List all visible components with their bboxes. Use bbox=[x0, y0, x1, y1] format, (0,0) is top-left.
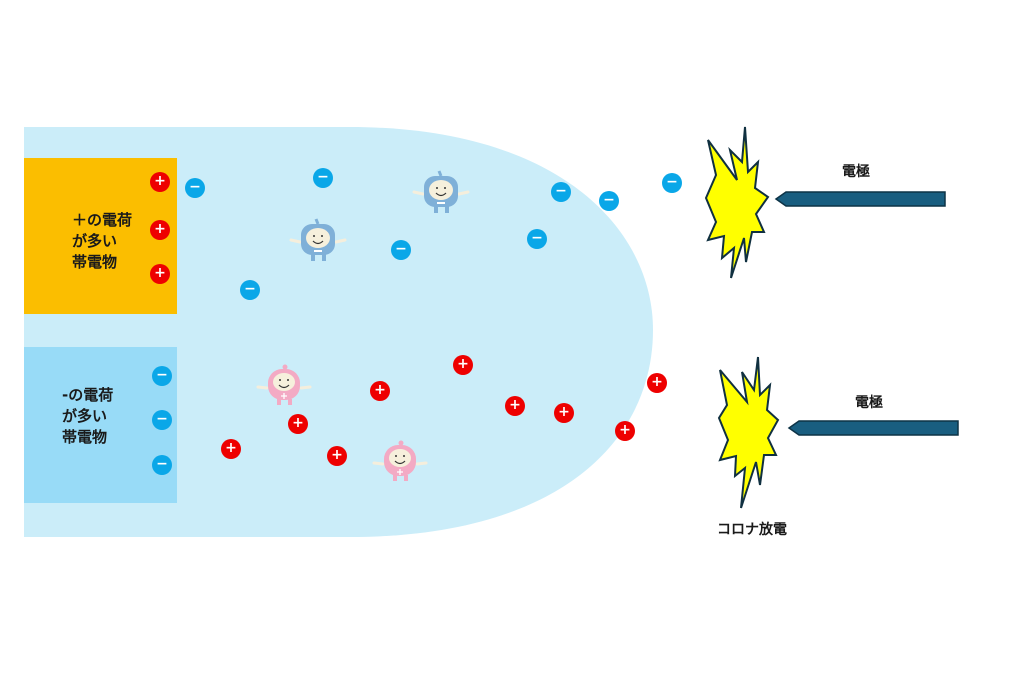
negative-charge: − bbox=[599, 191, 619, 211]
minus-icon: − bbox=[244, 281, 256, 297]
negative-charge: − bbox=[152, 366, 172, 386]
spark-icon bbox=[704, 126, 770, 279]
negative-charge: − bbox=[152, 455, 172, 475]
plus-icon: + bbox=[558, 404, 570, 420]
negative-charged-body bbox=[24, 347, 177, 503]
positive-charge: + bbox=[505, 396, 525, 416]
electrode-top-label: 電極 bbox=[842, 164, 870, 180]
plus-icon: + bbox=[154, 221, 166, 237]
plus-icon: + bbox=[331, 447, 343, 463]
minus-icon: − bbox=[189, 179, 201, 195]
minus-icon: − bbox=[531, 230, 543, 246]
negative-charge: − bbox=[527, 229, 547, 249]
positive-charge: + bbox=[150, 264, 170, 284]
positive-charge: + bbox=[554, 403, 574, 423]
positive-body-label: ＋の電荷 が多い 帯電物 bbox=[72, 211, 133, 271]
minus-icon: − bbox=[603, 192, 615, 208]
negative-charge: − bbox=[551, 182, 571, 202]
minus-icon: − bbox=[395, 241, 407, 257]
plus-icon: + bbox=[292, 415, 304, 431]
ionized-region bbox=[24, 127, 653, 537]
plus-icon: + bbox=[651, 374, 663, 390]
pink-mascot-icon bbox=[372, 440, 428, 481]
plus-icon: + bbox=[374, 382, 386, 398]
spark-icon bbox=[717, 356, 780, 509]
negative-body-label: -の電荷 が多い 帯電物 bbox=[62, 386, 114, 446]
electrode-arrow-icon bbox=[774, 191, 946, 207]
negative-charge: − bbox=[313, 168, 333, 188]
corona-discharge-label: コロナ放電 bbox=[717, 522, 787, 538]
plus-icon: + bbox=[457, 356, 469, 372]
positive-charge: + bbox=[221, 439, 241, 459]
positive-charge: + bbox=[327, 446, 347, 466]
minus-icon: − bbox=[156, 367, 168, 383]
plus-icon: + bbox=[509, 397, 521, 413]
blue-mascot-icon bbox=[289, 218, 347, 261]
negative-charge: − bbox=[240, 280, 260, 300]
plus-icon: + bbox=[154, 173, 166, 189]
blue-mascot-icon bbox=[412, 170, 470, 213]
positive-charge: + bbox=[150, 220, 170, 240]
pink-mascot-icon bbox=[256, 364, 312, 405]
minus-icon: − bbox=[156, 411, 168, 427]
plus-icon: + bbox=[154, 265, 166, 281]
negative-charge: − bbox=[391, 240, 411, 260]
negative-charge: − bbox=[152, 410, 172, 430]
electrode-arrow-icon bbox=[787, 420, 959, 436]
minus-icon: − bbox=[666, 174, 678, 190]
positive-charge: + bbox=[370, 381, 390, 401]
positive-charge: + bbox=[453, 355, 473, 375]
negative-charge: − bbox=[185, 178, 205, 198]
positive-charge: + bbox=[647, 373, 667, 393]
electrode-bottom-label: 電極 bbox=[855, 395, 883, 411]
plus-icon: + bbox=[619, 422, 631, 438]
plus-icon: + bbox=[225, 440, 237, 456]
positive-charge: + bbox=[288, 414, 308, 434]
positive-charge: + bbox=[150, 172, 170, 192]
minus-icon: − bbox=[317, 169, 329, 185]
minus-icon: − bbox=[555, 183, 567, 199]
negative-charge: − bbox=[662, 173, 682, 193]
minus-icon: − bbox=[156, 456, 168, 472]
positive-charge: + bbox=[615, 421, 635, 441]
